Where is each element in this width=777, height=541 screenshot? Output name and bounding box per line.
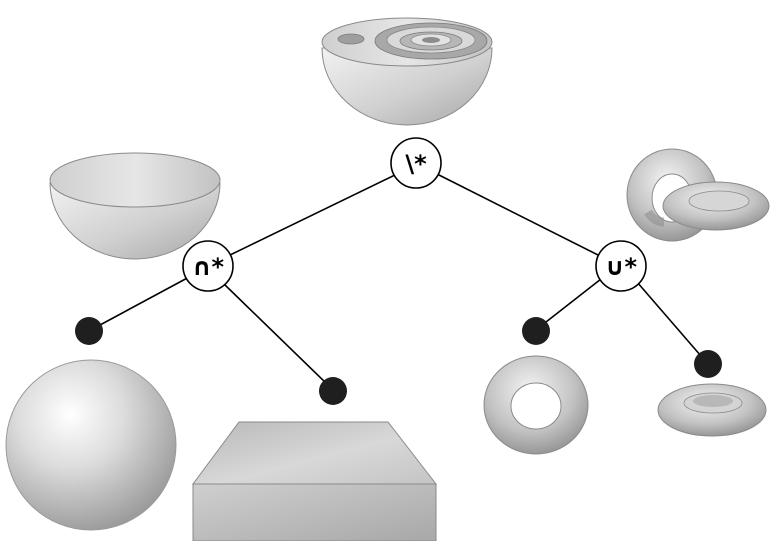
leaf-node-sphere bbox=[75, 317, 103, 345]
sphere-icon bbox=[5, 359, 177, 531]
leaf-node-box bbox=[319, 377, 347, 405]
edge-root-left bbox=[227, 173, 398, 257]
edge-right-torus-tilted bbox=[636, 281, 702, 357]
edge-right-torus-front bbox=[545, 278, 602, 323]
operator-root-label: \* bbox=[405, 150, 427, 178]
torus-front-icon bbox=[483, 355, 589, 455]
edge-root-right bbox=[436, 173, 603, 258]
hollowed-hemisphere-with-nested-rings-icon bbox=[321, 17, 493, 126]
operator-node-left: ∩* bbox=[182, 240, 234, 292]
edge-left-box bbox=[223, 283, 329, 386]
edge-left-sphere bbox=[99, 275, 192, 326]
operator-right-label: ∪* bbox=[605, 253, 637, 281]
operator-node-root: \* bbox=[390, 137, 442, 189]
leaf-node-torus-tilted bbox=[694, 350, 722, 378]
operator-node-right: ∪* bbox=[595, 240, 647, 292]
leaf-nodes bbox=[75, 317, 722, 405]
box-icon bbox=[192, 421, 438, 541]
tree-edges bbox=[99, 173, 702, 386]
hemisphere-icon bbox=[49, 152, 221, 260]
operator-left-label: ∩* bbox=[192, 253, 224, 281]
torus-tilted-icon bbox=[657, 383, 767, 437]
leaf-node-torus-front bbox=[522, 317, 550, 345]
linked-tori-icon bbox=[626, 148, 770, 242]
